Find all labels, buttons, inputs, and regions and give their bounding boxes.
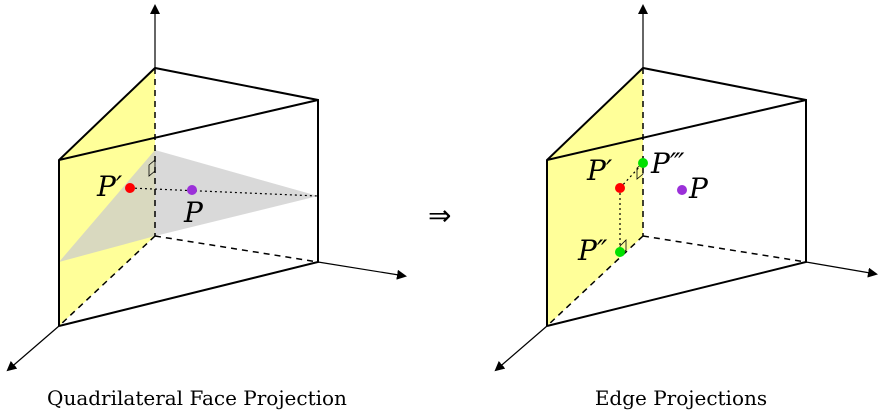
left-yellow-face [59, 68, 155, 326]
right-hidden-bottom-right [642, 235, 807, 263]
left-caption: Quadrilateral Face Projection [47, 386, 347, 410]
right-label-p-prime: P′ [586, 154, 613, 187]
right-yellow-face [547, 68, 643, 326]
left-point-p [187, 185, 197, 195]
left-prism-edges [58, 66, 319, 327]
right-label-p-double-prime: P″ [577, 234, 608, 267]
left-point-p-prime [125, 183, 135, 193]
right-label-p: P [688, 172, 709, 205]
right-axis-right [805, 261, 878, 278]
right-prism-edges [546, 66, 807, 327]
left-front-top-edge [58, 99, 319, 161]
right-panel: P′ P P‴ P″ Edge Projections [494, 4, 878, 410]
right-point-p-double-prime [615, 247, 625, 257]
right-point-p-triple-prime [638, 158, 648, 168]
left-projection-line [129, 187, 319, 197]
right-front-top-edge [546, 99, 807, 161]
right-axis-left [494, 325, 548, 372]
left-right-angle-marker [148, 159, 156, 177]
right-point-p [677, 185, 687, 195]
left-label-p: P [183, 196, 204, 229]
left-axis-right [317, 261, 407, 280]
right-caption: Edge Projections [595, 386, 767, 410]
right-label-p-triple-prime: P‴ [650, 147, 685, 180]
left-projection-plane [59, 150, 318, 262]
right-projection-line-diagonal [619, 162, 644, 189]
left-hidden-bottom-right [154, 235, 319, 263]
right-point-p-prime [615, 183, 625, 193]
left-label-p-prime: P′ [96, 170, 123, 203]
left-panel: P′ P Quadrilateral Face Projection [6, 4, 407, 410]
implies-symbol: ⇒ [428, 199, 451, 232]
left-axis-left [6, 325, 60, 372]
